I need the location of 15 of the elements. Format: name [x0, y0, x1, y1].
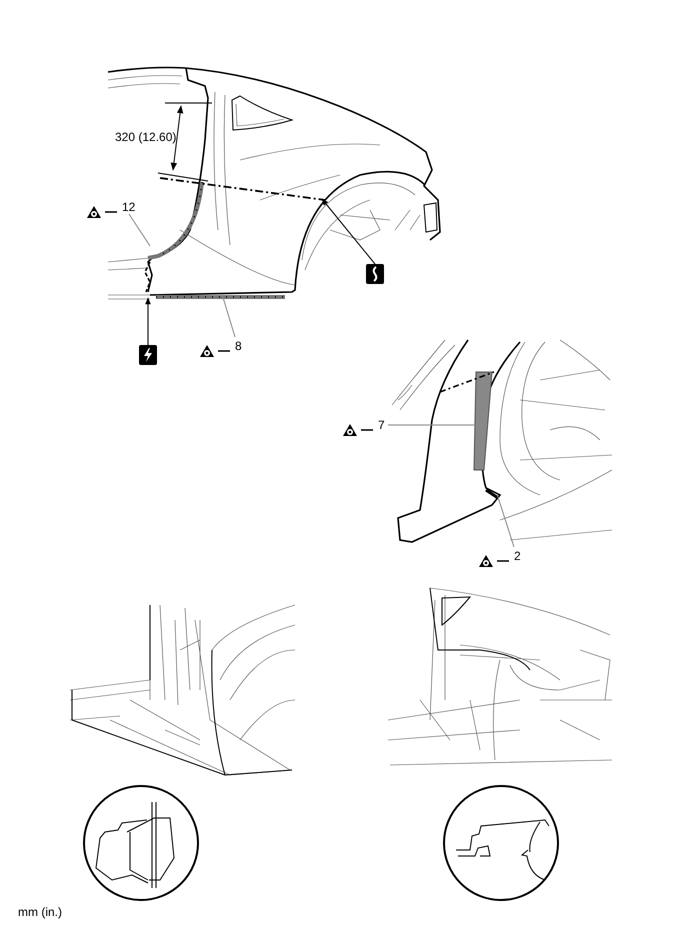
callout-number: 12	[122, 200, 136, 214]
rear-wheel-house-drawing	[392, 340, 612, 543]
callout-number: 2	[514, 549, 521, 563]
leader-line	[128, 214, 150, 246]
leader-line	[388, 424, 478, 426]
arrow	[322, 198, 376, 264]
unit-note: mm (in.)	[18, 905, 62, 919]
callout-number: 7	[378, 418, 385, 432]
dimension-label: 320 (12.60)	[115, 130, 176, 144]
arrow	[145, 297, 151, 346]
leader-line	[496, 494, 514, 548]
quarter-panel-drawing	[108, 66, 441, 300]
cut-symbol-icon	[139, 345, 157, 365]
callout-number: 8	[235, 339, 242, 353]
leader-line	[222, 294, 236, 338]
